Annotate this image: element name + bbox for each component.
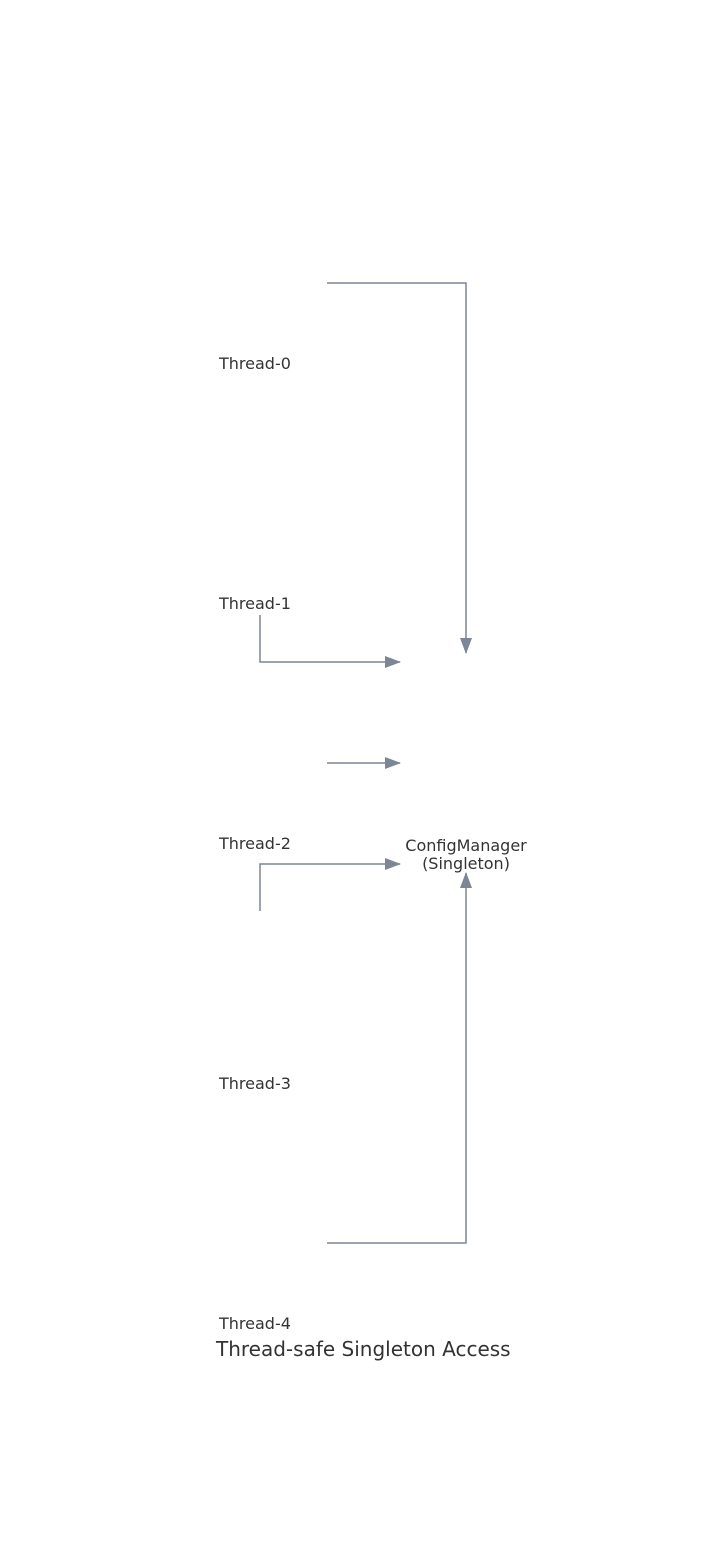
connector-thread-0 bbox=[327, 282, 472, 654]
singleton-name: ConfigManager bbox=[405, 836, 527, 855]
thread-1-label: Thread-1 bbox=[219, 594, 291, 613]
thread-0-label: Thread-0 bbox=[219, 354, 291, 373]
singleton-node: ConfigManager (Singleton) bbox=[405, 837, 526, 873]
connector-thread-1 bbox=[259, 615, 401, 668]
connector-thread-3 bbox=[259, 858, 401, 911]
thread-3-label: Thread-3 bbox=[219, 1074, 291, 1093]
diagram-title: Thread-safe Singleton Access bbox=[216, 1337, 511, 1361]
connector-thread-4 bbox=[327, 872, 472, 1244]
thread-2-label: Thread-2 bbox=[219, 834, 291, 853]
singleton-kind: (Singleton) bbox=[422, 854, 510, 873]
thread-4-label: Thread-4 bbox=[219, 1314, 291, 1333]
